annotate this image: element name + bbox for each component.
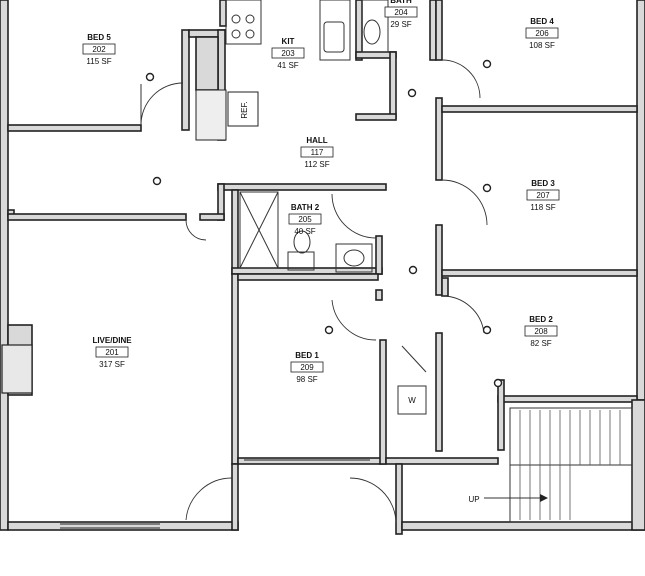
windows xyxy=(60,459,370,529)
room-area: 108 SF xyxy=(529,41,555,50)
room-tag-bed5: BED 5 202 115 SF xyxy=(82,33,116,66)
bath2-sink xyxy=(335,243,373,273)
walls xyxy=(0,0,645,535)
kitchen-counter xyxy=(225,0,351,61)
room-number-box xyxy=(525,27,559,39)
room-area: 98 SF xyxy=(296,375,317,384)
room-area: 317 SF xyxy=(99,360,125,369)
room-number-box xyxy=(271,47,305,59)
room-name: BATH 2 xyxy=(291,203,320,212)
room-tag-hall: HALL 117 112 SF xyxy=(300,136,334,169)
ceiling-lights xyxy=(145,59,503,388)
room-name: KIT xyxy=(282,37,295,46)
bath2-toilet xyxy=(287,230,315,271)
washer: W xyxy=(397,385,427,415)
door-swings xyxy=(140,59,488,523)
room-tag-bed1: BED 1 209 98 SF xyxy=(290,351,324,384)
stairs: UP xyxy=(468,407,633,523)
room-name: BATH xyxy=(390,0,412,5)
room-number: 206 xyxy=(535,29,549,38)
fridge: REF. xyxy=(195,89,259,141)
room-name: BED 4 xyxy=(530,17,554,26)
room-area: 112 SF xyxy=(304,160,329,169)
room-number: 117 xyxy=(311,148,324,157)
stair-label: UP xyxy=(468,495,479,504)
room-area: 41 SF xyxy=(277,61,298,70)
bath2-shower xyxy=(239,191,279,269)
room-number-box xyxy=(82,43,116,55)
room-number: 207 xyxy=(536,191,550,200)
room-number: 203 xyxy=(281,49,295,58)
room-name: LIVE/DINE xyxy=(92,336,132,345)
room-number-box xyxy=(384,6,418,18)
washer-label: W xyxy=(408,396,416,405)
room-tag-bed4: BED 4 206 108 SF xyxy=(525,17,559,50)
room-number-box xyxy=(95,346,129,358)
room-number-box xyxy=(526,189,560,201)
room-number: 209 xyxy=(300,363,314,372)
room-area: 115 SF xyxy=(86,57,111,66)
room-name: BED 3 xyxy=(531,179,555,188)
room-number: 204 xyxy=(394,8,408,17)
room-number-box xyxy=(288,213,322,225)
room-tag-kit: KIT 203 41 SF xyxy=(271,37,305,70)
room-tag-bath: BATH 204 29 SF xyxy=(384,0,418,29)
room-area: 82 SF xyxy=(530,339,551,348)
room-name: BED 5 xyxy=(87,33,111,42)
room-tag-bed3: BED 3 207 118 SF xyxy=(526,179,560,212)
room-number-box xyxy=(290,361,324,373)
room-name: HALL xyxy=(306,136,327,145)
room-tag-bed2: BED 2 208 82 SF xyxy=(524,315,558,348)
room-name: BED 2 xyxy=(529,315,553,324)
fridge-label: REF. xyxy=(240,101,249,118)
room-tag-livedine: LIVE/DINE 201 317 SF xyxy=(92,336,132,369)
room-number-box xyxy=(524,325,558,337)
room-area: 29 SF xyxy=(390,20,411,29)
room-area: 40 SF xyxy=(294,227,315,236)
room-tag-bath2: BATH 2 205 40 SF xyxy=(288,203,322,236)
room-number-box xyxy=(300,146,334,158)
room-tags: BED 5 202 115 SF KIT 203 41 SF BATH 204 29 SF BED… xyxy=(82,0,560,384)
room-number: 205 xyxy=(298,215,312,224)
room-number: 201 xyxy=(105,348,119,357)
room-name: BED 1 xyxy=(295,351,319,360)
bath-toilet xyxy=(361,0,389,53)
room-area: 118 SF xyxy=(530,203,555,212)
room-number: 208 xyxy=(534,327,548,336)
room-number: 202 xyxy=(92,45,106,54)
